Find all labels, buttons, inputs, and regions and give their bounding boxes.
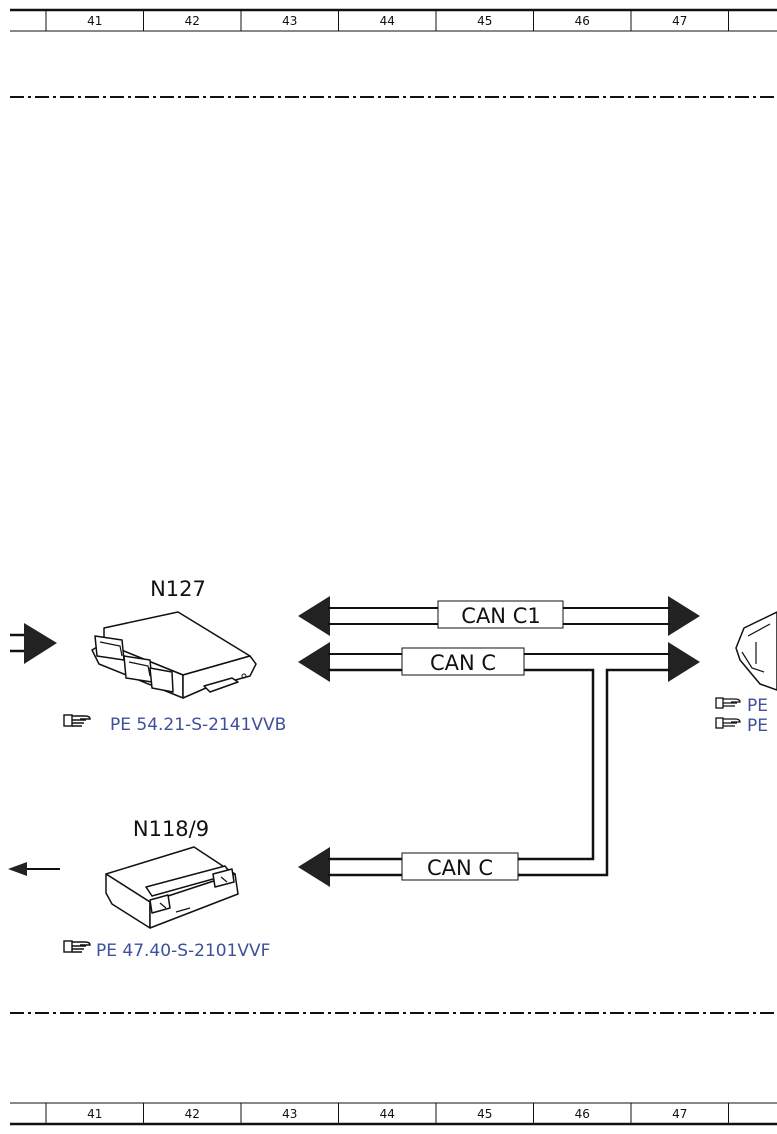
n127-label: N127 (150, 577, 206, 601)
bottom-ruler-number: 46 (575, 1107, 590, 1121)
bottom-ruler-number: 47 (672, 1107, 687, 1121)
top-ruler-number: 42 (185, 14, 200, 28)
top-ruler-number: 45 (477, 14, 492, 28)
n127-reference-link[interactable]: PE 54.21-S-2141VVB (110, 715, 286, 735)
bottom-ruler-number: 42 (185, 1107, 200, 1121)
pointing-hand-icon (63, 940, 91, 953)
can-c-upper-label: CAN C (430, 651, 496, 675)
can-c-lower-bus: CAN C (298, 847, 520, 887)
offscreen-reference-link[interactable]: PE (747, 716, 768, 736)
pointing-hand-icon (63, 714, 91, 727)
bottom-ruler: 41 42 43 44 45 46 47 (10, 1102, 777, 1126)
can-c-upper-bus: CAN C (298, 642, 700, 877)
top-ruler-number: 47 (672, 14, 687, 28)
pointing-hand-icon (715, 697, 741, 709)
bottom-ruler-number: 44 (380, 1107, 395, 1121)
top-ruler-number: 43 (282, 14, 297, 28)
pointing-hand-icon (715, 717, 741, 729)
offscreen-reference-link[interactable]: PE (747, 696, 768, 716)
can-c1-bus: CAN C1 (298, 596, 700, 636)
can-c1-label: CAN C1 (461, 604, 540, 628)
bottom-ruler-number: 45 (477, 1107, 492, 1121)
bottom-ruler-number: 41 (87, 1107, 102, 1121)
top-ruler-number: 44 (380, 14, 395, 28)
n118-9-module-icon (105, 846, 239, 929)
top-ruler: 41 42 43 44 45 46 47 (10, 8, 777, 32)
top-ruler-number: 41 (87, 14, 102, 28)
bottom-ruler-number: 43 (282, 1107, 297, 1121)
n118-9-reference-link[interactable]: PE 47.40-S-2101VVF (96, 941, 270, 961)
offscreen-module-icon (735, 611, 777, 691)
arrow-left-icon (8, 862, 60, 876)
n127-module-icon (91, 611, 257, 699)
top-ruler-number: 46 (575, 14, 590, 28)
arrow-right-icon (10, 623, 57, 664)
can-c-lower-label: CAN C (427, 856, 493, 880)
n118-9-label: N118/9 (133, 817, 209, 841)
